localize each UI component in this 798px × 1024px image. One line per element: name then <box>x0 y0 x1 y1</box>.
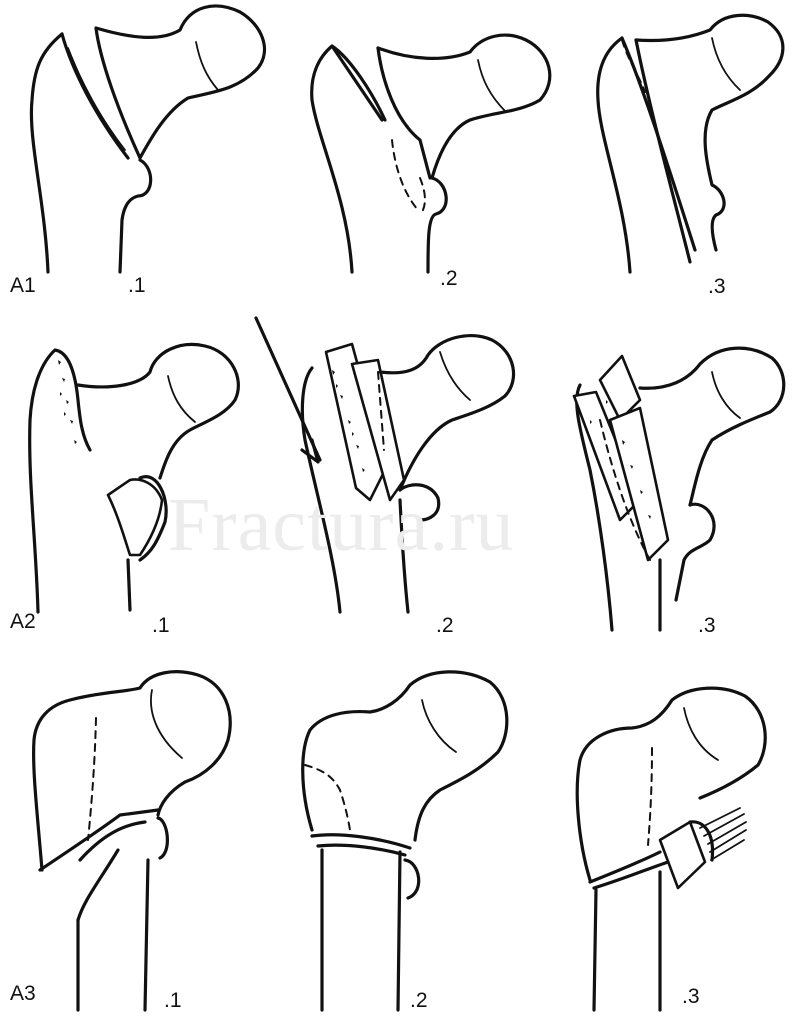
group-label-a3: A3 <box>10 982 36 1005</box>
subtype-label-a2-3: .3 <box>698 614 716 637</box>
watermark: Fractura.ru <box>168 483 515 567</box>
subtype-label-a1-2: .2 <box>440 267 458 290</box>
diagram-a2-3 <box>572 346 786 632</box>
diagram-a1-1 <box>29 4 267 274</box>
diagram-a2-1 <box>28 342 240 614</box>
diagram-a1-2 <box>310 33 552 274</box>
subtype-label-a2-2: .2 <box>436 614 454 637</box>
group-label-a1: A1 <box>10 274 36 297</box>
subtype-label-a3-3: .3 <box>682 985 700 1008</box>
subtype-label-a3-2: .2 <box>410 989 428 1012</box>
diagram-a1-3 <box>596 13 785 274</box>
diagram-a3-1 <box>32 670 232 1012</box>
diagram-a3-3 <box>575 686 767 1012</box>
subtype-label-a2-1: .1 <box>152 614 170 637</box>
subtype-label-a3-1: .1 <box>164 989 182 1012</box>
diagram-a3-2 <box>301 670 509 1012</box>
diagram-a2-2 <box>254 316 516 614</box>
subtype-label-a1-3: .3 <box>708 275 726 298</box>
subtype-label-a1-1: .1 <box>128 274 146 297</box>
group-label-a2: A2 <box>10 610 36 633</box>
